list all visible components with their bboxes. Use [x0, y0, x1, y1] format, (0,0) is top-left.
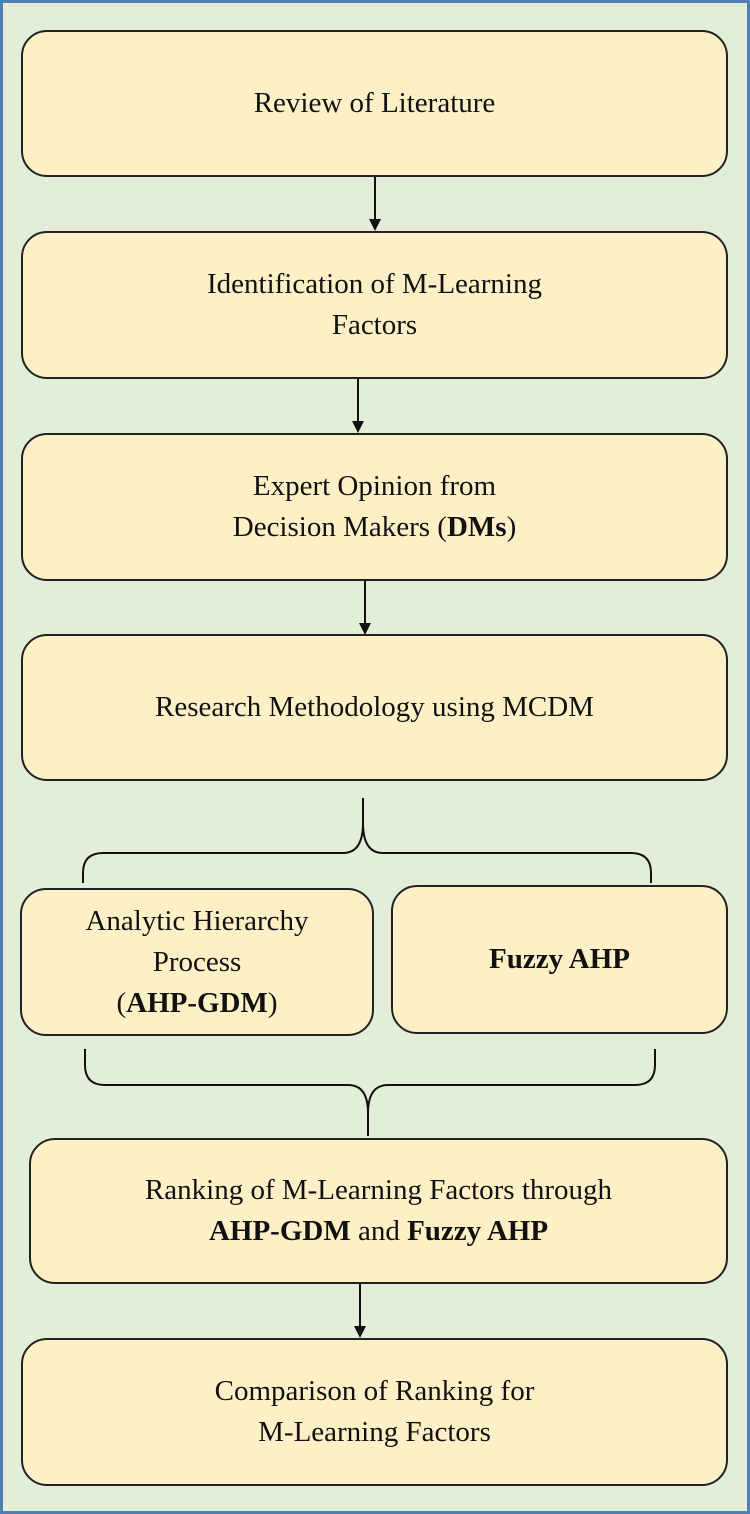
connectors [82, 177, 656, 1338]
step-review-of-literature: Review of Literature [21, 30, 728, 177]
fuzzy-label: Fuzzy AHP [489, 943, 630, 975]
ranking-label-fuzzy-ahp: Fuzzy AHP [407, 1215, 549, 1247]
expert-label-dms: DMs [446, 511, 507, 543]
identification-label-line1: Identification of M-Learning [207, 268, 542, 300]
expert-label-line1: Expert Opinion from [252, 470, 497, 502]
split-brace [82, 798, 652, 883]
step-ranking: Ranking of M-Learning Factors through AH… [29, 1138, 728, 1284]
expert-label-line2: Decision Makers (DMs) [233, 507, 517, 548]
identification-label-line2: Factors [331, 309, 418, 341]
ranking-label-line2: AHP-GDM and Fuzzy AHP [209, 1211, 548, 1252]
step-identification-of-factors: Identification of M-Learning Factors [21, 231, 728, 379]
step-fuzzy-ahp: Fuzzy AHP [391, 885, 728, 1034]
comparison-label-line1: Comparison of Ranking for [214, 1375, 535, 1407]
ranking-label-and: and [350, 1215, 408, 1247]
expert-label-line2-suffix: ) [506, 511, 517, 543]
merge-brace [84, 1049, 656, 1136]
research-label: Research Methodology using MCDM [155, 691, 594, 723]
step-research-methodology: Research Methodology using MCDM [21, 634, 728, 781]
ahp-label-line1: Analytic Hierarchy [85, 904, 309, 937]
ranking-label-line1: Ranking of M-Learning Factors through [144, 1174, 613, 1206]
comparison-label-line2: M-Learning Factors [258, 1416, 491, 1448]
step-expert-opinion: Expert Opinion from Decision Makers (DMs… [21, 433, 728, 581]
ahp-label-line3-suffix: ) [267, 986, 278, 1019]
ranking-label-ahp-gdm: AHP-GDM [208, 1215, 351, 1247]
ahp-label-line2: Process [152, 945, 242, 978]
ahp-label-line3: (AHP-GDM) [116, 983, 277, 1024]
step-comparison: Comparison of Ranking for M-Learning Fac… [21, 1338, 728, 1486]
ahp-label-line3-prefix: ( [116, 986, 127, 1019]
ahp-label-gdm: AHP-GDM [126, 986, 268, 1019]
review-label: Review of Literature [253, 87, 496, 119]
expert-label-line2-prefix: Decision Makers ( [232, 511, 447, 543]
step-ahp-gdm: Analytic Hierarchy Process (AHP-GDM) [20, 888, 374, 1036]
